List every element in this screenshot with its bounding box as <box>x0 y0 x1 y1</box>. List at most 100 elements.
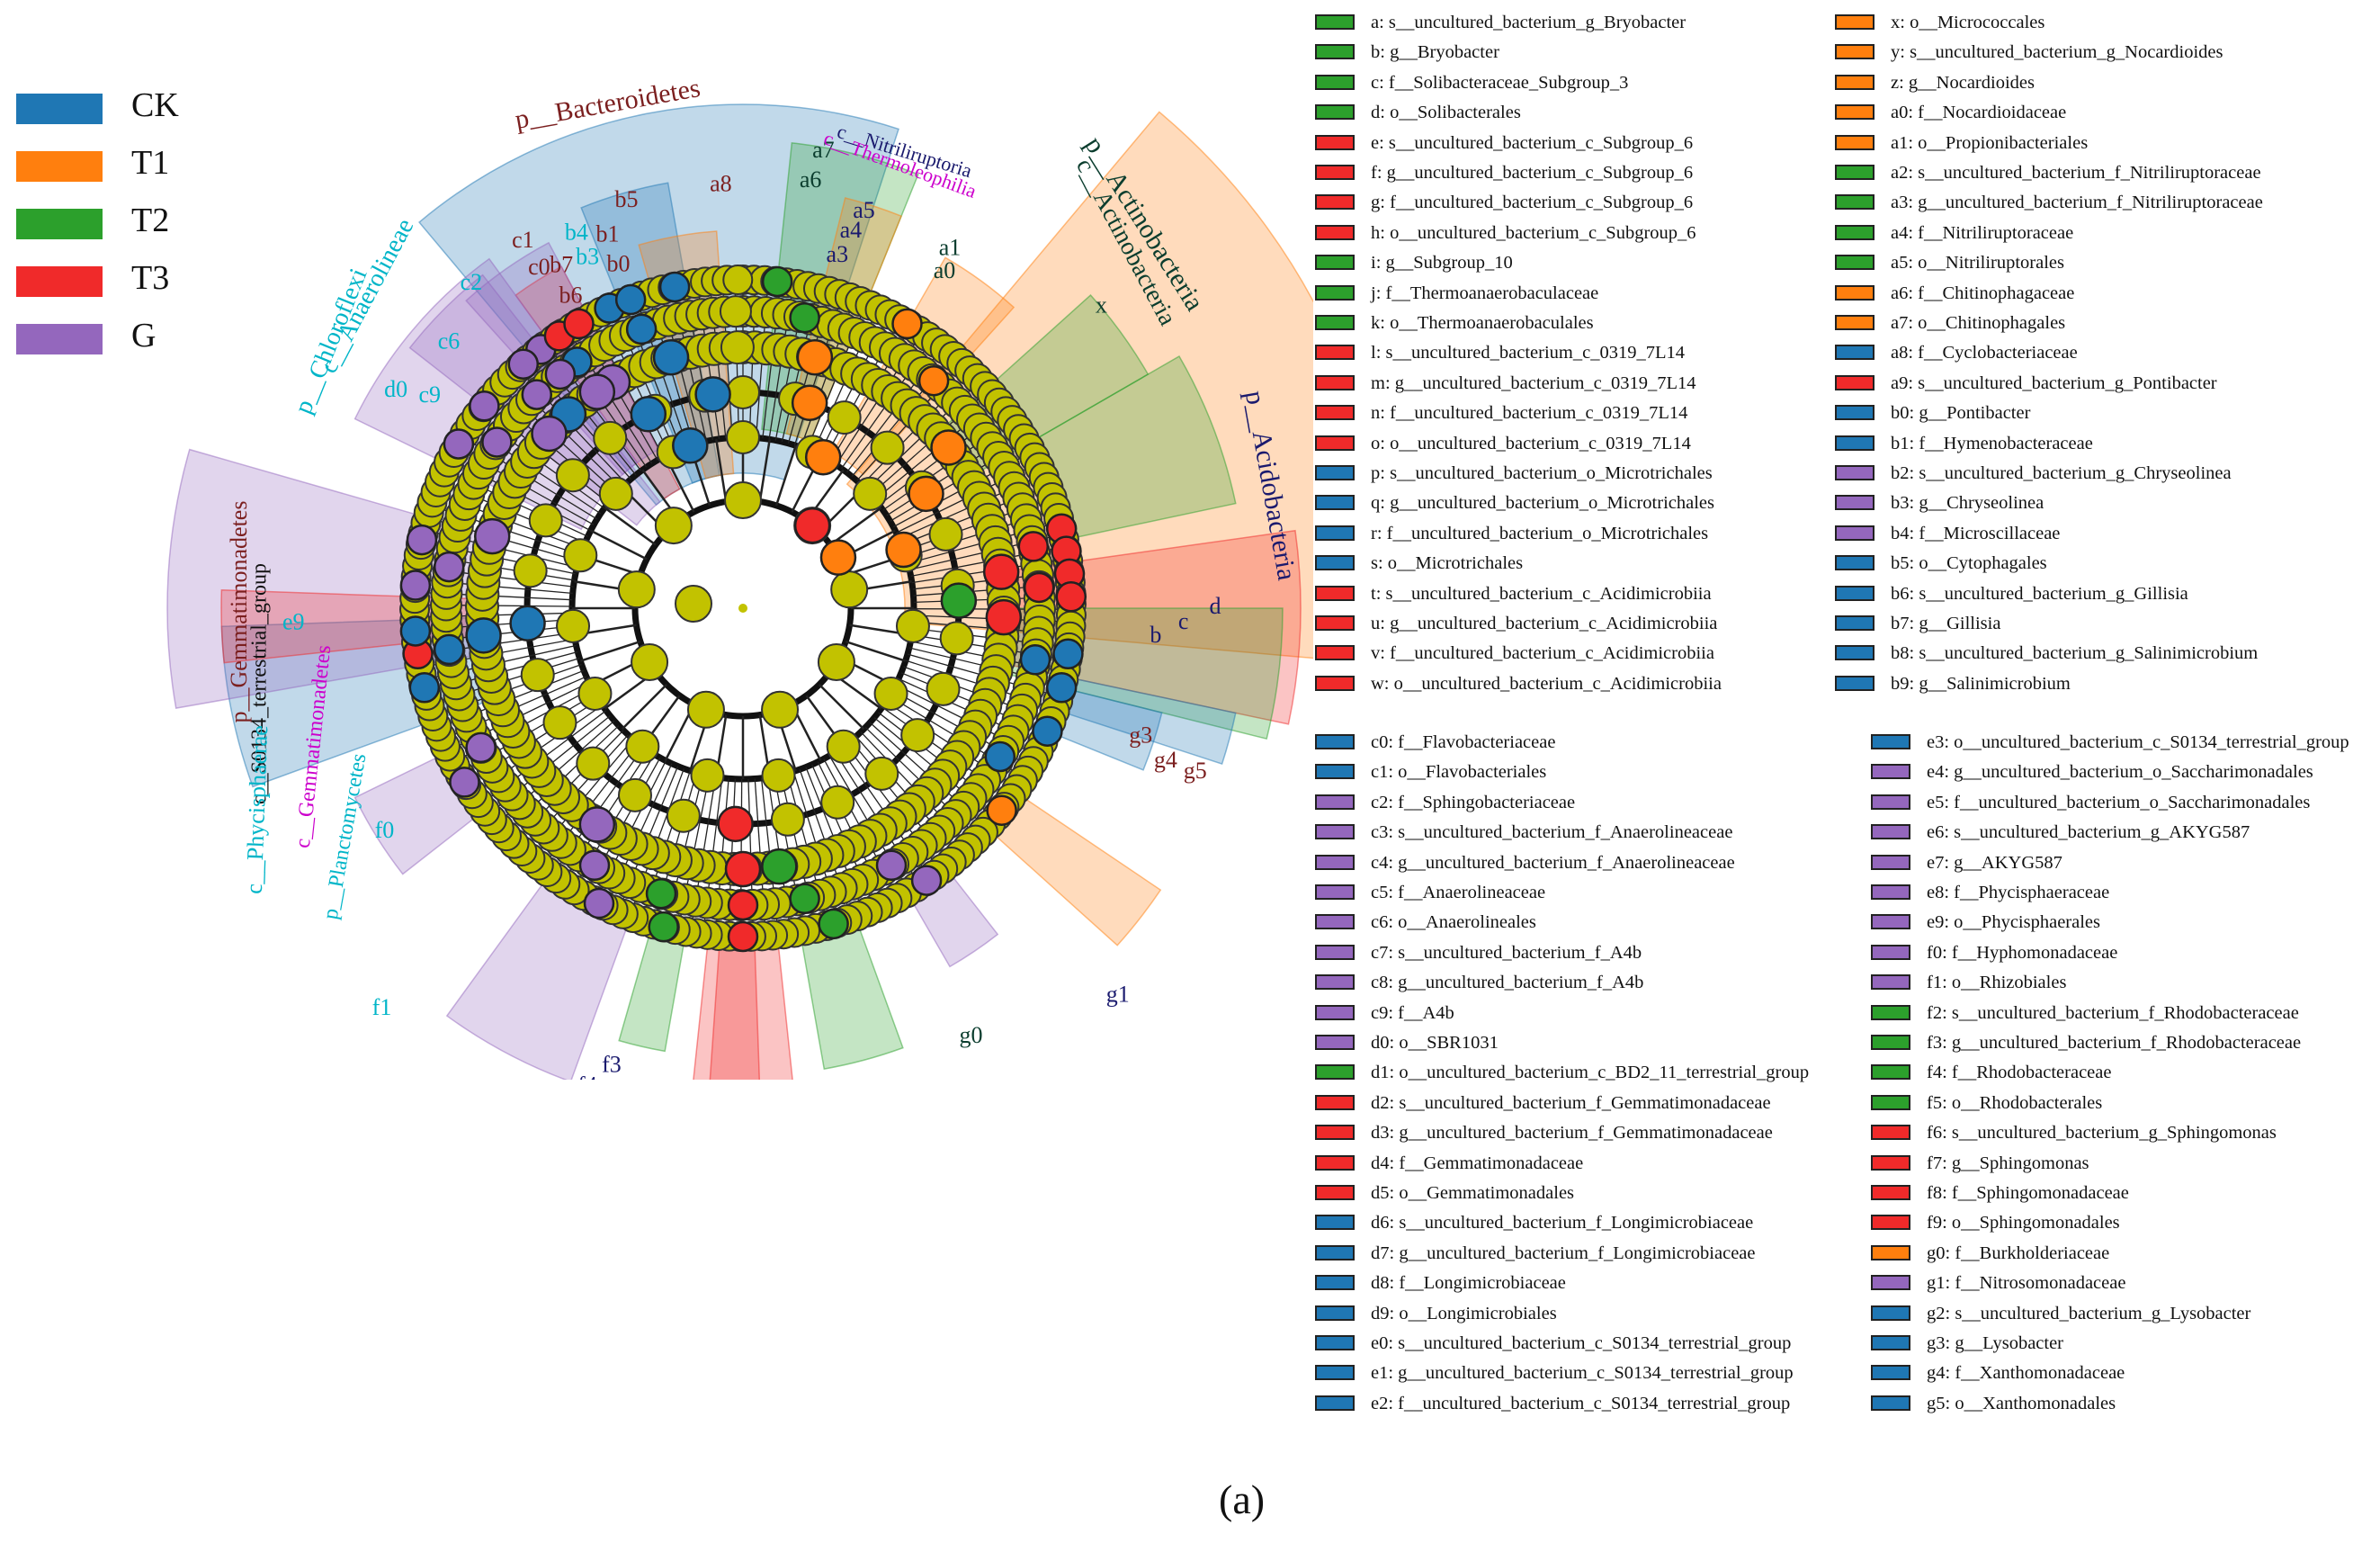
taxon-key-text: c: f__Solibacteraceae_Subgroup_3 <box>1371 72 1629 93</box>
legend-label: CK <box>131 86 179 124</box>
taxon-key-swatch <box>1315 134 1355 150</box>
node-enriched-t1 <box>908 475 944 513</box>
node-enriched-t1 <box>891 308 923 340</box>
node-enriched-ck <box>652 338 690 376</box>
sector-key-b7: b7 <box>550 251 573 277</box>
node-enriched-g <box>473 517 511 555</box>
taxon-key-text: f6: s__uncultured_bacterium_g_Sphingomon… <box>1927 1123 2277 1144</box>
sector-key-d: d <box>1210 593 1221 619</box>
node-default <box>598 476 633 511</box>
taxon-key-swatch <box>1315 615 1355 631</box>
node-default <box>761 690 800 729</box>
taxon-key-swatch <box>1315 1064 1355 1081</box>
taxon-key-text: a9: s__uncultured_bacterium_g_Pontibacte… <box>1891 372 2217 393</box>
sector-key-e9: e9 <box>282 608 305 634</box>
node-default <box>724 481 762 519</box>
branch-line-inner <box>621 683 668 731</box>
taxon-key-swatch <box>1315 884 1355 900</box>
node-enriched-t1 <box>885 531 922 569</box>
node-enriched-g <box>433 551 465 583</box>
taxon-key-text: q: g__uncultured_bacterium_o_Microtricha… <box>1371 493 1714 514</box>
sector-key-a6: a6 <box>800 166 822 193</box>
node-enriched-ck <box>1019 644 1051 676</box>
taxon-key-text: e: s__uncultured_bacterium_c_Subgroup_6 <box>1371 132 1694 153</box>
taxon-key-swatch <box>1871 1215 1910 1231</box>
node-root <box>675 585 712 623</box>
taxon-key-text: g0: f__Burkholderiaceae <box>1927 1242 2110 1263</box>
branch-line-inner <box>818 683 865 731</box>
node-default <box>900 718 935 753</box>
taxon-key-swatch <box>1871 1185 1910 1200</box>
node-default <box>520 658 555 693</box>
taxon-key-swatch <box>1315 1395 1355 1411</box>
clade-label: p__Planctomycetes <box>319 752 371 921</box>
taxon-key-swatch <box>1835 74 1874 90</box>
node-enriched-t2 <box>940 582 978 619</box>
taxon-key-swatch <box>1871 794 1910 810</box>
taxon-key-swatch <box>1315 44 1355 60</box>
node-enriched-t1 <box>791 384 828 421</box>
taxon-key-swatch <box>1315 1185 1355 1200</box>
sector-key-g3: g3 <box>1129 722 1152 749</box>
taxon-key-swatch <box>1835 615 1874 631</box>
taxon-key-text: g: f__uncultured_bacterium_c_Subgroup_6 <box>1371 193 1694 213</box>
panel-label: (a) <box>1219 1476 1266 1522</box>
clade-sector-15 <box>996 798 1162 946</box>
cladogram-nodes <box>399 265 1087 953</box>
node-enriched-t3 <box>724 850 762 888</box>
taxon-key-text: d2: s__uncultured_bacterium_f_Gemmatimon… <box>1371 1092 1771 1113</box>
node-default <box>827 400 862 435</box>
node-enriched-g <box>578 806 616 843</box>
node-enriched-t3 <box>563 308 595 340</box>
sector-key-d0: d0 <box>384 376 407 402</box>
taxon-key-swatch <box>1835 44 1874 60</box>
taxon-key-swatch <box>1315 944 1355 960</box>
node-default <box>720 330 755 365</box>
taxon-key-text: d7: g__uncultured_bacterium_f_Longimicro… <box>1371 1242 1756 1263</box>
clade-label: c__S0134_terrestrial_group <box>248 563 272 804</box>
taxon-key-swatch <box>1871 764 1910 780</box>
taxon-key-text: e6: s__uncultured_bacterium_g_AKYG587 <box>1927 822 2250 843</box>
taxon-key-text: v: f__uncultured_bacterium_c_Acidimicrob… <box>1371 643 1714 664</box>
node-default <box>826 729 861 764</box>
node-default <box>864 756 899 791</box>
taxon-key-text: h: o__uncultured_bacterium_c_Subgroup_6 <box>1371 222 1696 243</box>
node-enriched-t1 <box>917 364 950 397</box>
clade-label: c__Phycisphaerae <box>241 725 273 895</box>
taxon-key-text: p: s__uncultured_bacterium_o_Microtricha… <box>1371 463 1713 483</box>
taxon-key-text: a0: f__Nocardioidaceae <box>1891 103 2067 123</box>
node-default <box>853 476 888 511</box>
node-default <box>726 420 760 454</box>
taxon-key-text: g2: s__uncultured_bacterium_g_Lysobacter <box>1927 1303 2251 1323</box>
node-default <box>830 570 869 609</box>
taxon-key-swatch <box>1835 555 1874 571</box>
taxon-key-text: z: g__Nocardioides <box>1891 72 2035 93</box>
taxon-key-swatch <box>1315 224 1355 240</box>
node-default <box>617 570 656 609</box>
sector-key-b6: b6 <box>559 282 583 308</box>
node-enriched-t3 <box>985 598 1023 636</box>
node-enriched-g <box>531 415 568 453</box>
taxon-key-swatch <box>1315 824 1355 840</box>
node-enriched-t1 <box>804 438 842 476</box>
node-enriched-g <box>469 390 500 422</box>
taxon-key-text: m: g__uncultured_bacterium_c_0319_7L14 <box>1371 372 1696 393</box>
taxon-key-swatch <box>1315 1154 1355 1171</box>
node-enriched-g <box>578 849 611 882</box>
node-default <box>726 375 760 409</box>
node-default <box>654 507 693 545</box>
legend-swatch <box>16 209 103 239</box>
node-enriched-t2 <box>761 265 793 298</box>
taxon-key-swatch <box>1315 465 1355 480</box>
taxon-key-text: b6: s__uncultured_bacterium_g_Gillisia <box>1891 583 2188 604</box>
taxon-key-text: c3: s__uncultured_bacterium_f_Anaeroline… <box>1371 822 1733 843</box>
node-enriched-g <box>521 379 553 410</box>
taxon-key-swatch <box>1871 734 1910 749</box>
node-enriched-t3 <box>1055 581 1087 613</box>
taxon-key-swatch <box>1315 585 1355 601</box>
node-enriched-t3 <box>1023 571 1055 604</box>
sector-key-a8: a8 <box>710 171 732 197</box>
branch-line-inner <box>715 439 728 502</box>
